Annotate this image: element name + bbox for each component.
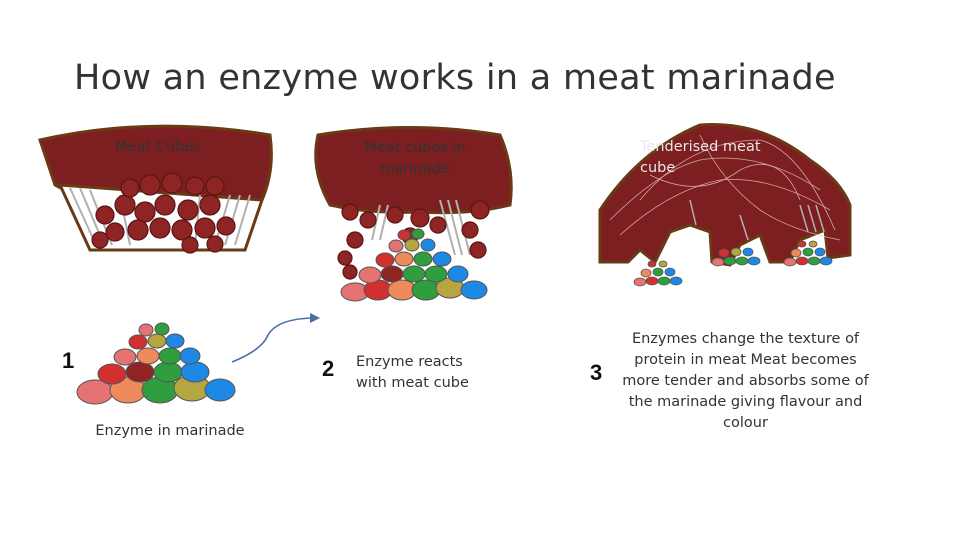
step-2-description: Enzyme reacts with meat cube <box>356 354 469 391</box>
enzyme-pyramid-1 <box>76 322 236 405</box>
page-title: How an enzyme works in a meat marinade <box>74 58 836 98</box>
step-3-number: 3 <box>590 360 603 385</box>
step-arrow <box>231 317 317 363</box>
tenderised-meat-cube <box>598 122 852 287</box>
meat-cube-2 <box>314 126 513 302</box>
step-1-top-label: Meat Cubes <box>115 139 201 155</box>
step-1-bottom-label: Enzyme in marinade <box>95 423 245 439</box>
step-3-description: Enzymes change the texture of protein in… <box>622 331 869 431</box>
step-2-number: 2 <box>322 356 335 381</box>
step-1-number: 1 <box>62 348 75 373</box>
meat-cube-1 <box>38 124 273 254</box>
step-3-top-label: Tenderised meat cube <box>640 139 761 176</box>
step-2-top-label: Meat cubes in marinade <box>364 140 466 177</box>
